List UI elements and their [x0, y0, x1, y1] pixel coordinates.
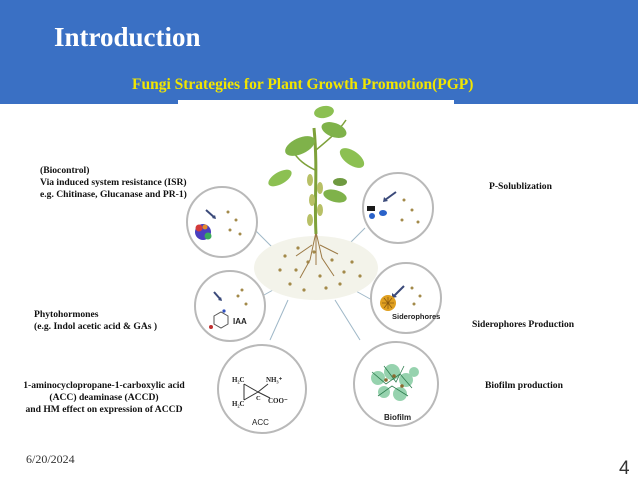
- acc-nh3: NH₃⁺: [266, 376, 283, 384]
- subtitle-underline: [178, 100, 454, 104]
- footer-date: 6/20/2024: [26, 452, 75, 466]
- header-band: [0, 0, 638, 104]
- slide-subtitle: Fungi Strategies for Plant Growth Promot…: [132, 76, 474, 93]
- slide-title: Introduction: [54, 22, 201, 52]
- label-biofilm-production: Biofilm production: [485, 380, 563, 391]
- page-number: 4: [619, 458, 630, 479]
- circle-siderophores: [370, 262, 442, 334]
- acc-coo: COO⁻: [268, 397, 288, 405]
- acc-c: C: [256, 395, 261, 402]
- biofilm-circle-label: Biofilm: [384, 413, 412, 422]
- plant-illustration: [268, 105, 365, 235]
- acc-label: ACC: [252, 418, 269, 427]
- label-biocontrol: (Biocontrol) Via induced system resistan…: [40, 165, 187, 200]
- acc-h2c-top: H₂C: [232, 376, 245, 384]
- circle-biofilm: [353, 341, 439, 427]
- circle-p-solubilization: [362, 172, 434, 244]
- label-accd: 1-aminocyclopropane-1-carboxylic acid (A…: [23, 380, 185, 415]
- label-siderophores-production: Siderophores Production: [472, 319, 575, 330]
- label-phytohormones: Phytohormones (e.g. Indol acetic acid & …: [34, 309, 158, 332]
- circle-acc: [217, 344, 307, 434]
- root-zone: [254, 231, 378, 300]
- siderophores-circle-label: Siderophores: [392, 312, 441, 321]
- circle-biocontrol: [186, 186, 258, 258]
- label-p-solubilization: P-Solublization: [489, 181, 552, 192]
- iaa-label: IAA: [233, 317, 247, 326]
- acc-h2c-bottom: H₂C: [232, 400, 245, 408]
- circle-phytohormones: [194, 270, 266, 342]
